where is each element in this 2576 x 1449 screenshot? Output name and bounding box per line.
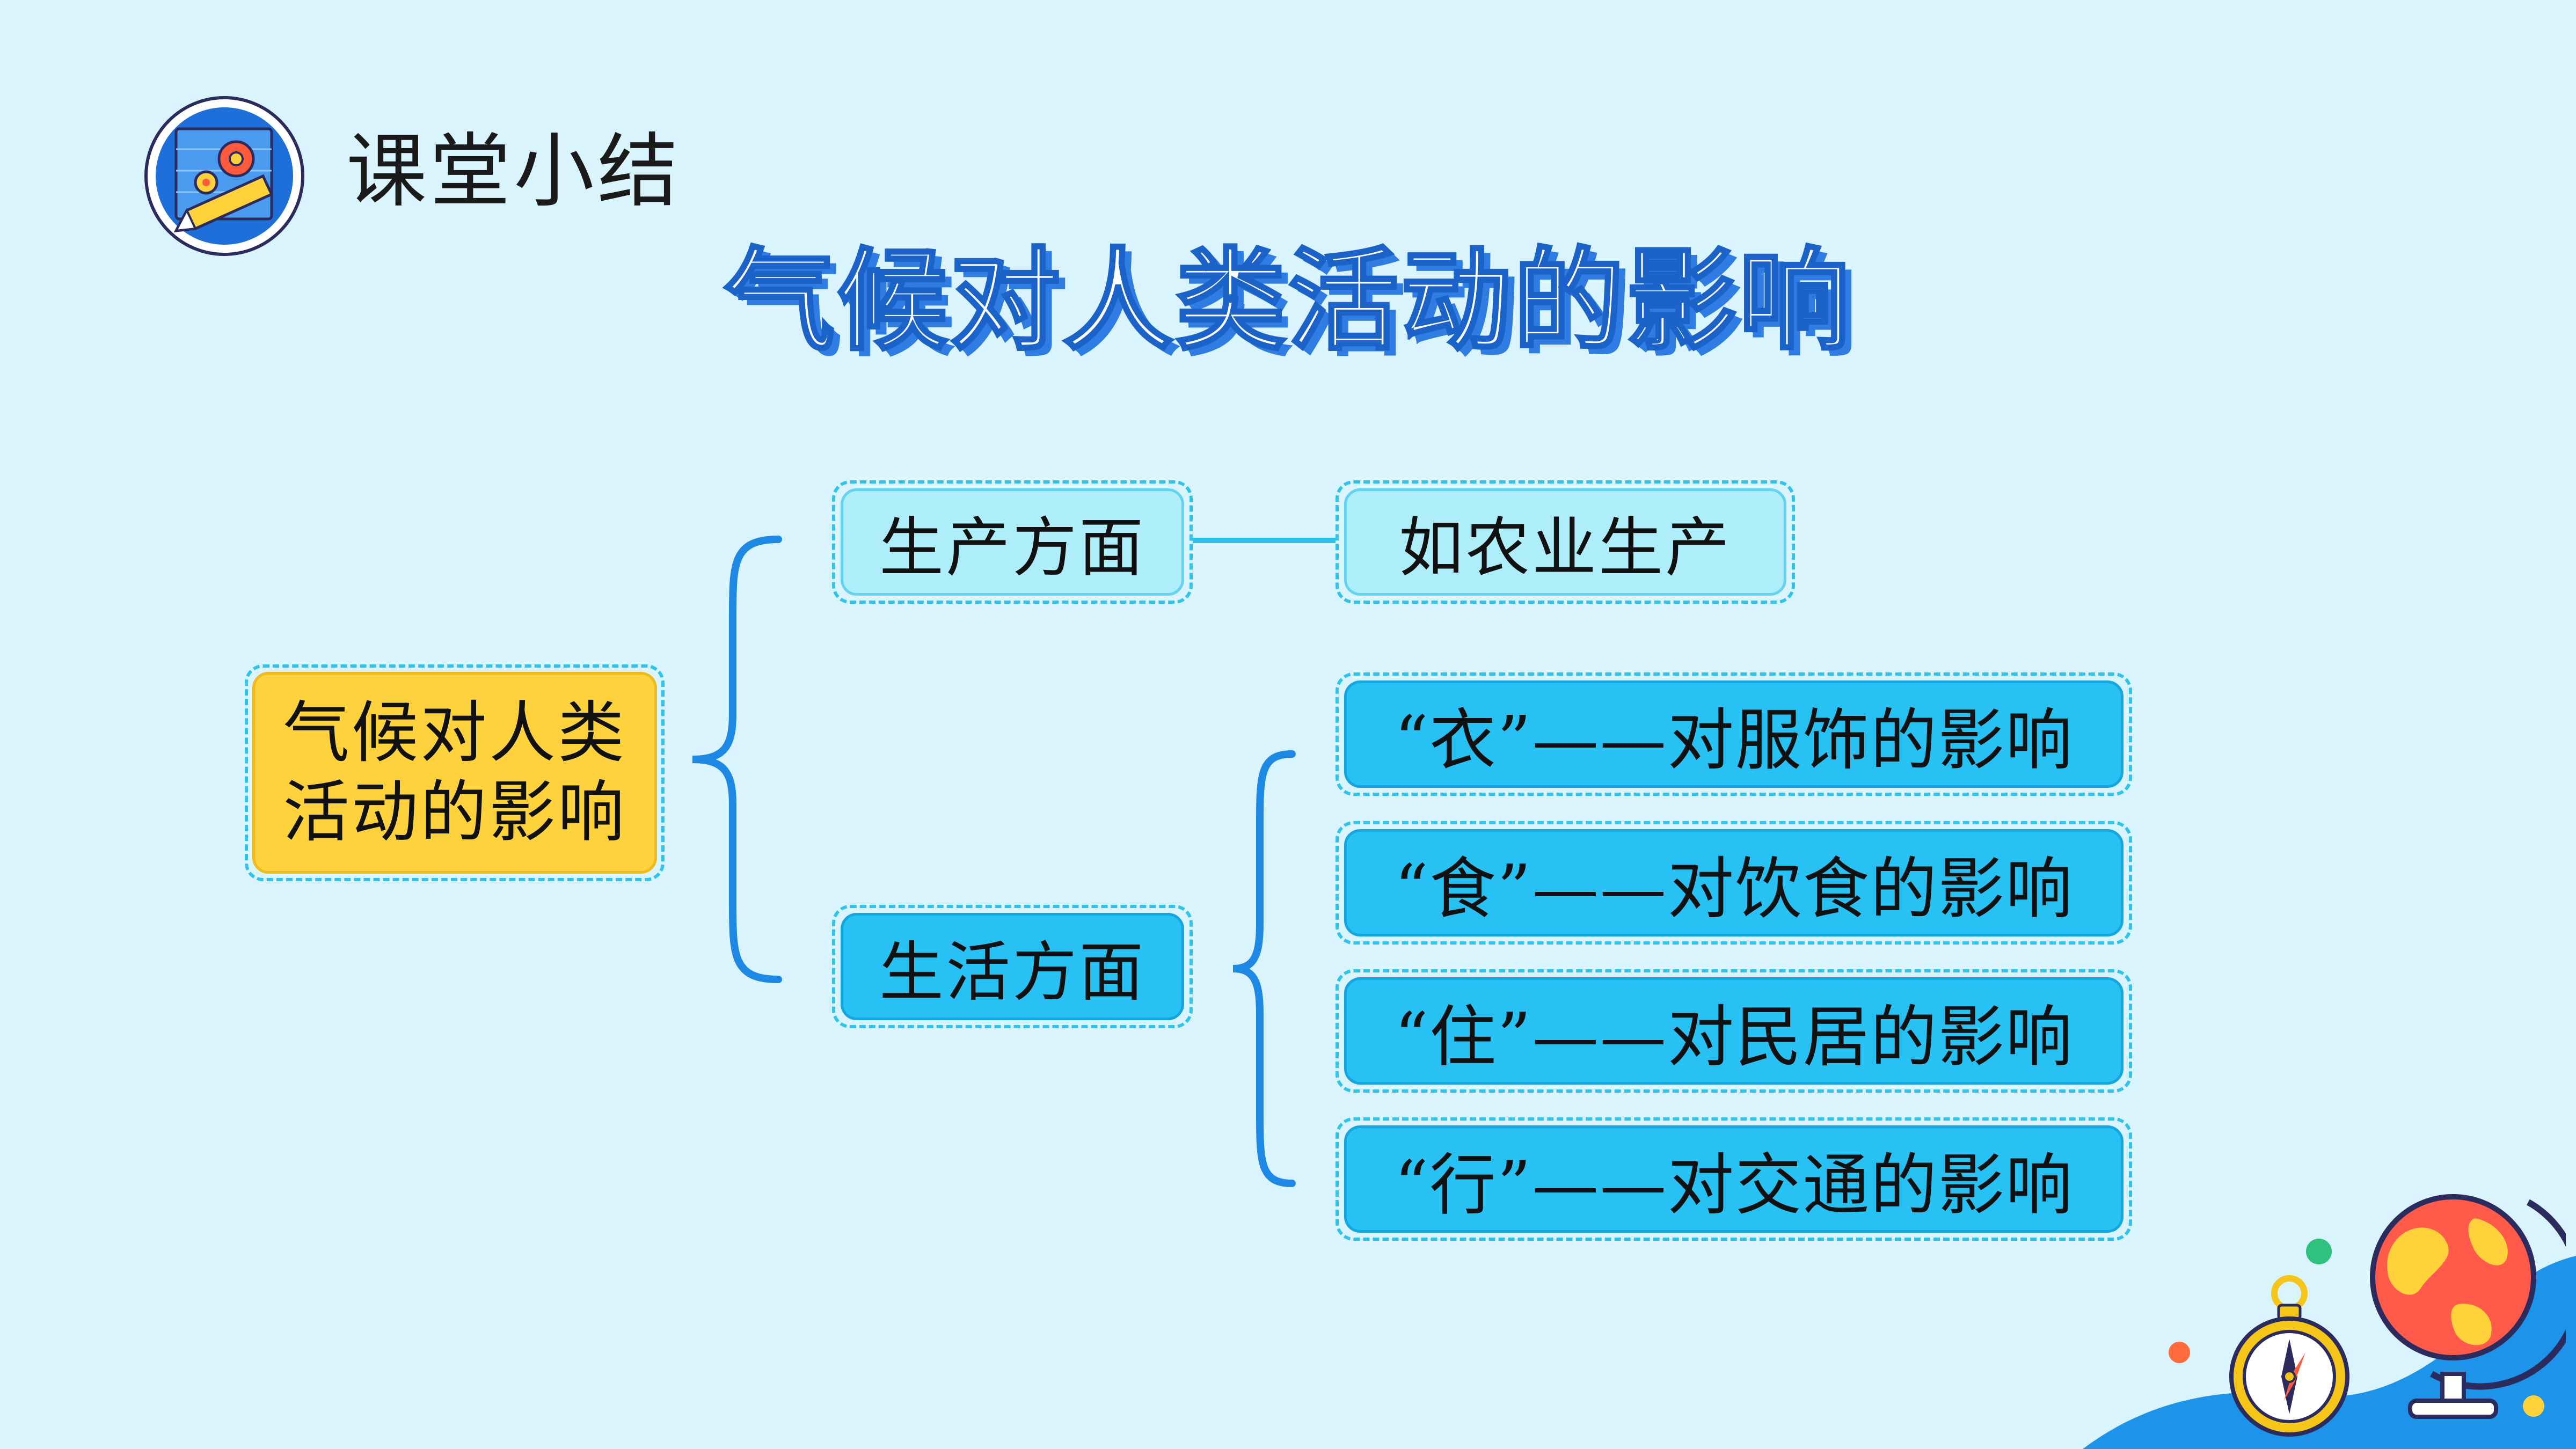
life-item-housing: “住”——对民居的影响: [1344, 977, 2123, 1085]
life-node-frame: [832, 905, 1193, 1028]
life-item-frame-1: [1336, 672, 2132, 796]
production-node: 生产方面: [841, 488, 1184, 596]
root-node-line1: 气候对人类: [282, 694, 626, 772]
life-item-frame-3: [1336, 969, 2132, 1093]
production-example-node: 如农业生产: [1344, 488, 1786, 596]
globe-icon: [2370, 1194, 2566, 1419]
life-item-food: “食”——对饮食的影响: [1344, 829, 2123, 936]
main-brace: [692, 536, 782, 983]
life-item-frame-2: [1336, 821, 2132, 945]
life-item-clothing: “衣”——对服饰的影响: [1344, 680, 2123, 788]
life-brace: [1232, 750, 1296, 1187]
root-node-frame: [245, 664, 665, 881]
production-connector: [1193, 538, 1336, 543]
root-node-line2: 活动的影响: [282, 774, 626, 851]
decorative-dots: [2169, 1239, 2544, 1417]
page-title: 气候对人类活动的影响: [723, 235, 1852, 367]
production-example-frame: [1336, 480, 1795, 604]
root-node: 气候对人类 活动的影响: [252, 672, 657, 874]
compass-icon: [2229, 1275, 2349, 1437]
blueprint-gear-pencil-icon: [144, 96, 305, 257]
section-title: 课堂小结: [346, 125, 682, 218]
life-item-frame-4: [1336, 1117, 2132, 1241]
life-item-transport: “行”——对交通的影响: [1344, 1125, 2123, 1233]
production-node-frame: [832, 480, 1193, 604]
life-node: 生活方面: [841, 913, 1184, 1020]
